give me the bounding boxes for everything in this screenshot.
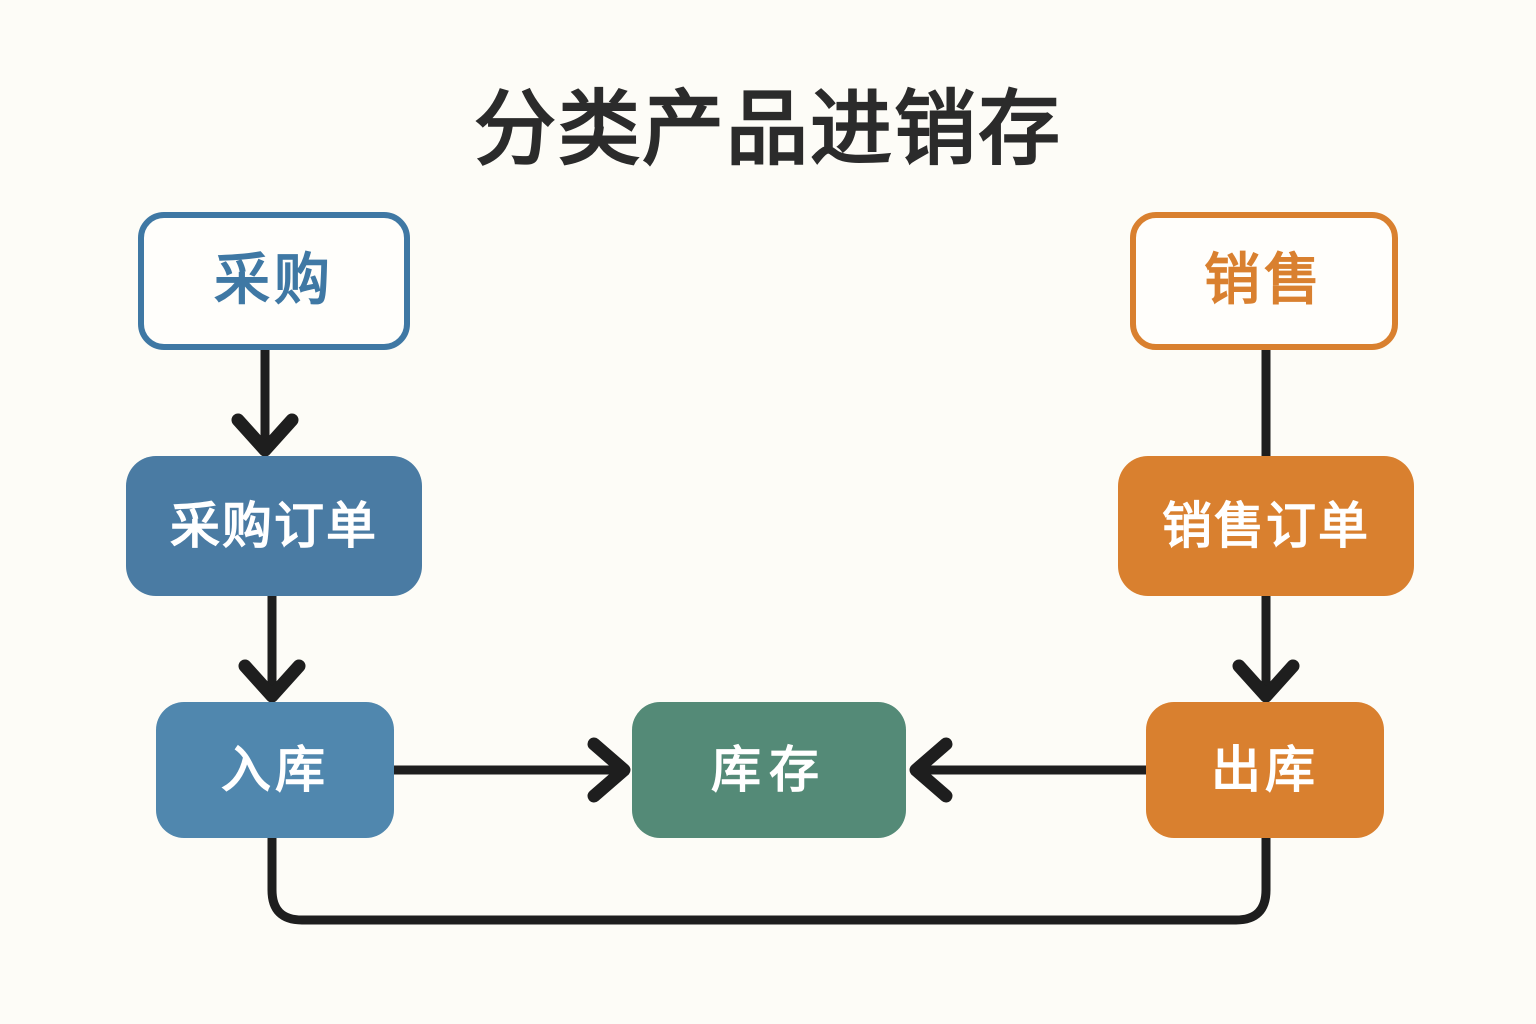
edge-stock-in-to-inventory (389, 737, 631, 803)
node-purchase-order[interactable]: 采购订单 (126, 456, 422, 596)
edge-purchase-to-purchase-order (231, 345, 299, 457)
node-sales-order[interactable]: 销售订单 (1118, 456, 1414, 596)
node-sales[interactable]: 销售 (1130, 212, 1398, 350)
node-inventory[interactable]: 库存 (632, 702, 906, 838)
edge-stock-out-to-inventory (909, 737, 1151, 803)
node-stock-in[interactable]: 入库 (156, 702, 394, 838)
node-purchase[interactable]: 采购 (138, 212, 410, 350)
edge-stock-in-to-stock-out-loop (267, 833, 1271, 925)
edge-purchase-order-to-stock-in (238, 591, 306, 703)
page-title: 分类产品进销存 (473, 82, 1062, 177)
edge-sales-order-to-stock-out (1232, 591, 1300, 703)
node-stock-out[interactable]: 出库 (1146, 702, 1384, 838)
